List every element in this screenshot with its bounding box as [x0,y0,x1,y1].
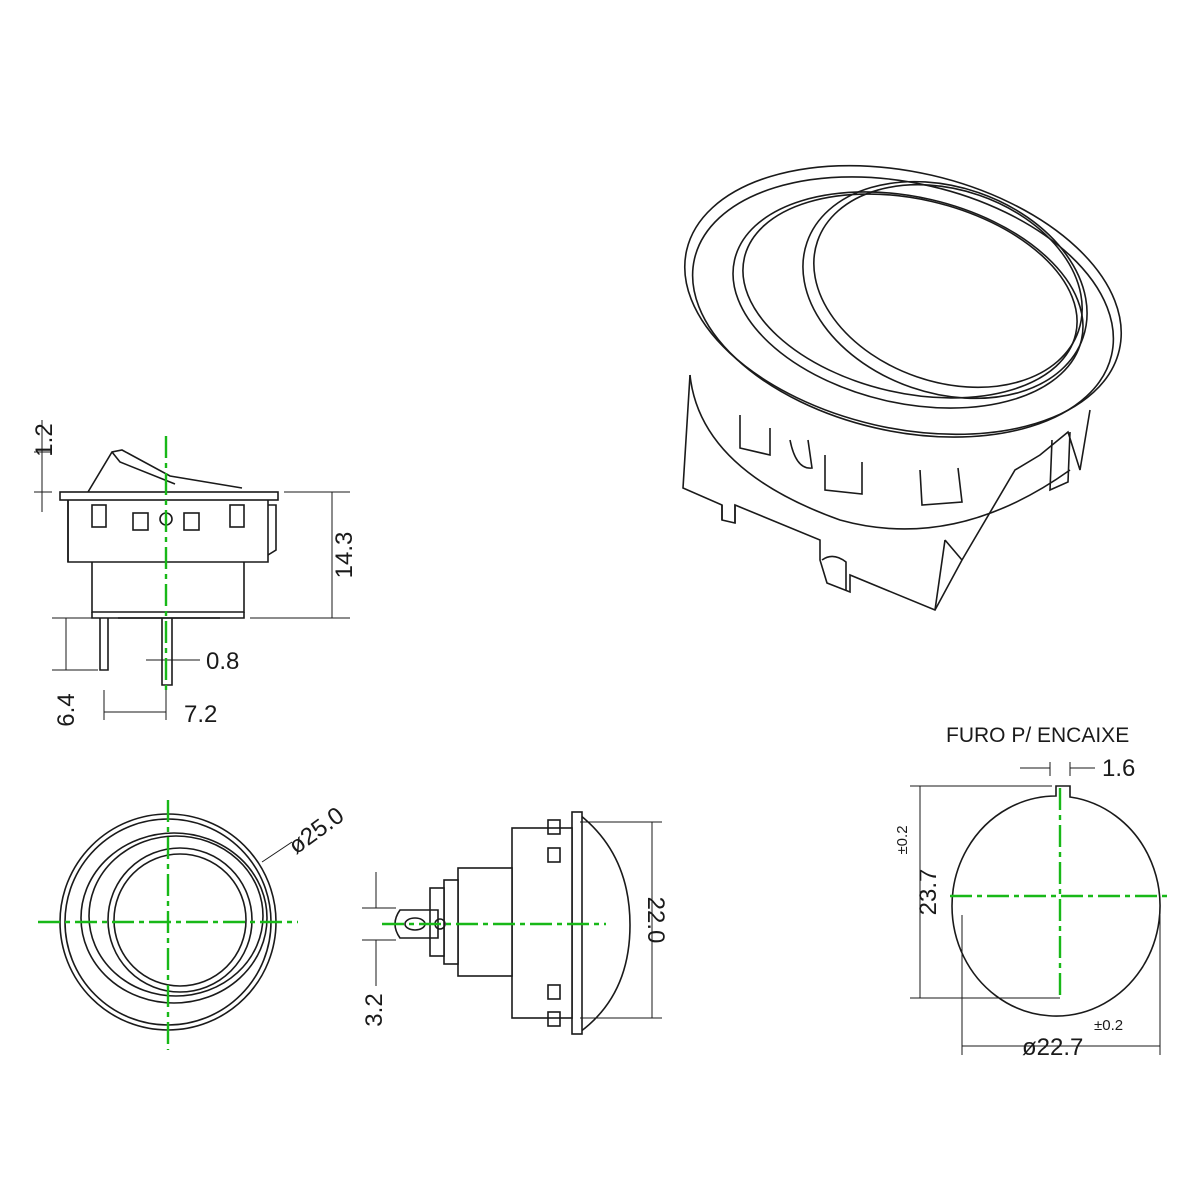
dim-side-top: 1.2 [31,423,58,456]
dim-pin-length: 6.4 [53,693,80,726]
dim-side-height: 14.3 [331,532,358,579]
dim-hole-height-tolerance: ±0.2 [894,825,911,854]
centerlines [38,436,1170,1050]
dim-pin-spacing: 7.2 [184,701,217,728]
cutout-heading: FURO P/ ENCAIXE [946,724,1129,747]
dim-bezel-height: 22.0 [642,897,669,944]
dim-notch-width: 1.6 [1102,755,1135,782]
dim-pin-width: 0.8 [206,648,239,675]
panel-cutout [910,762,1161,1055]
dim-hole-diameter: ø22.7 [1022,1034,1083,1061]
dim-terminal-gap: 3.2 [361,993,388,1026]
dim-hole-height: 23.7 [915,869,942,916]
isometric-view [682,164,1123,612]
dim-hole-diameter-tolerance: ±0.2 [1094,1017,1123,1034]
dim-front-diameter: ø25.0 [284,802,350,860]
side-view [59,449,279,686]
side-view-dimensions [34,420,350,720]
